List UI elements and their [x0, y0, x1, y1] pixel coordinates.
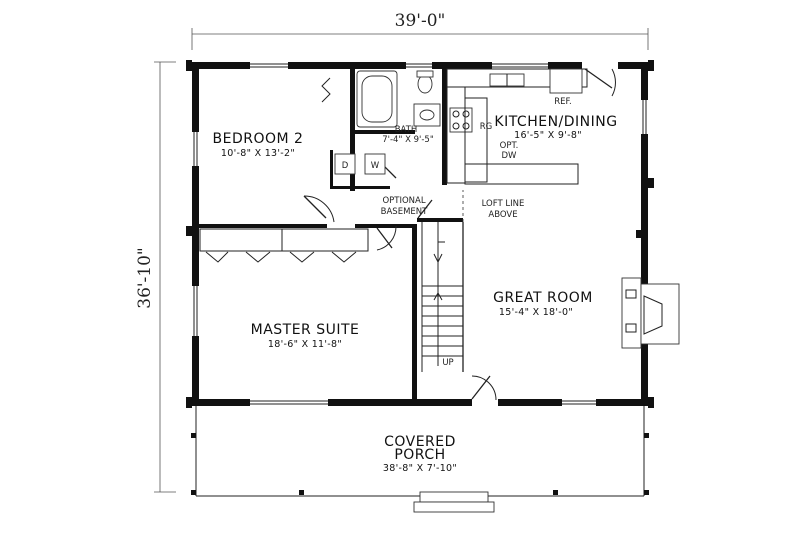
bath-size: 7'-4" X 9'-5": [382, 135, 434, 145]
covered-porch: [191, 406, 649, 513]
stairs: [421, 222, 463, 372]
depth-dimension: 36'-10": [135, 61, 176, 493]
width-dimension: 39'-0": [191, 11, 649, 50]
porch-name-line2: PORCH: [394, 447, 445, 463]
master-closets: [199, 228, 369, 263]
interior-walls: [199, 69, 464, 406]
bedroom2-name: BEDROOM 2: [213, 131, 304, 147]
great-room-size: 15'-4" X 18'-0": [499, 307, 573, 318]
laundry: [334, 153, 386, 175]
depth-dimension-label: 36'-10": [135, 247, 155, 309]
master-size: 18'-6" X 11'-8": [268, 339, 342, 350]
great-room-name: GREAT ROOM: [493, 290, 593, 306]
master-name: MASTER SUITE: [251, 322, 360, 338]
kitchen-fixtures: [446, 68, 588, 185]
exterior-walls: [186, 60, 654, 408]
kitchen-name: KITCHEN/DINING: [494, 114, 617, 130]
annotations: REF. RG OPT. DW D W OPTIONAL BASEMENT LO…: [342, 97, 572, 368]
room-labels: BEDROOM 2 10'-8" X 13'-2" BATH 7'-4" X 9…: [213, 114, 618, 474]
basement-label-line2: BASEMENT: [381, 207, 428, 217]
washer-label: W: [371, 161, 380, 171]
refrigerator-label: REF.: [554, 97, 572, 107]
porch-name-line1: COVERED: [384, 434, 456, 450]
optional-label: OPT.: [500, 141, 519, 151]
bath-name: BATH: [395, 125, 418, 135]
loft-line-label-line2: ABOVE: [488, 210, 517, 220]
bath-fixtures: [356, 70, 441, 128]
dryer-label: D: [342, 161, 349, 171]
range-label: RG: [480, 122, 493, 132]
stairs-up-label: UP: [442, 358, 453, 368]
porch-size: 38'-8" X 7'-10": [383, 463, 457, 474]
width-dimension-label: 39'-0": [395, 11, 446, 31]
doors: [303, 68, 616, 401]
fireplace: [621, 277, 680, 349]
bedroom2-size: 10'-8" X 13'-2": [221, 148, 295, 159]
kitchen-size: 16'-5" X 9'-8": [514, 130, 582, 141]
loft-line-label-line1: LOFT LINE: [482, 199, 525, 209]
dishwasher-label: DW: [502, 151, 518, 161]
stair-treads: [422, 285, 463, 357]
basement-label-line1: OPTIONAL: [382, 196, 425, 206]
